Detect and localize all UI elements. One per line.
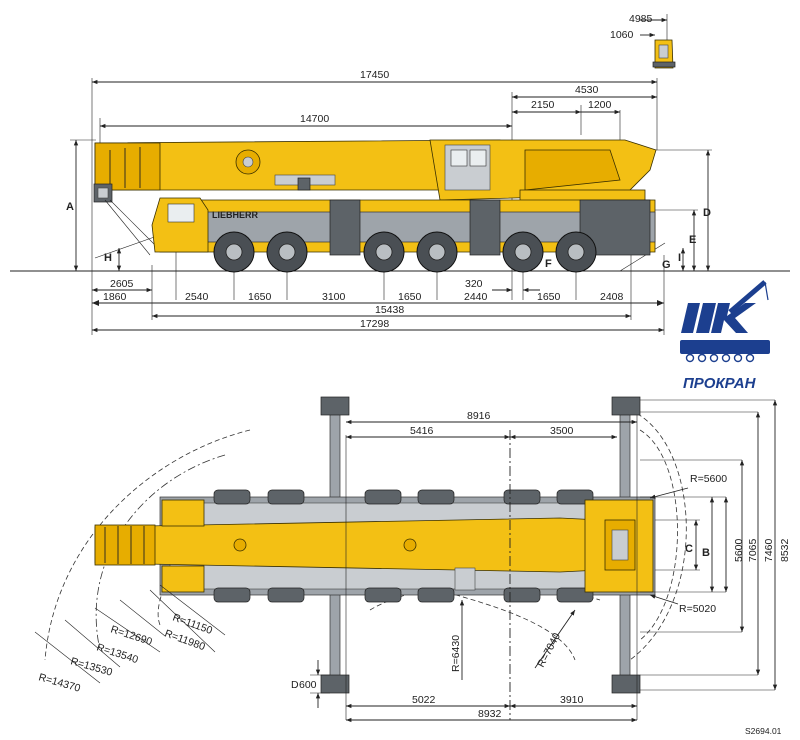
dim-left-bottom: 5022 <box>412 694 436 706</box>
letter-A: A <box>66 201 74 213</box>
dim-cab-height: 4985 <box>629 13 653 25</box>
dim-320: 320 <box>465 278 483 290</box>
dim-2440: 2440 <box>464 291 488 303</box>
dim-pad: 600 <box>299 679 317 691</box>
dim-8532: 8532 <box>779 538 791 562</box>
dim-rear: 4530 <box>575 84 599 96</box>
radius-7040: R=7040 <box>535 631 563 670</box>
letter-E: E <box>689 234 696 246</box>
dim-5600: 5600 <box>733 538 745 562</box>
top-letter-C: C <box>685 543 693 555</box>
radius-6430: R=6430 <box>450 635 462 672</box>
dim-15438: 15438 <box>375 304 404 316</box>
logo-name: ПРОКРАН <box>683 375 757 392</box>
dim-1650-c: 1650 <box>537 291 561 303</box>
dim-right-bottom: 3910 <box>560 694 584 706</box>
dim-overall-length: 17450 <box>360 69 389 81</box>
dim-right-top: 3500 <box>550 425 574 437</box>
radius-5600: R=5600 <box>690 473 727 485</box>
wheels <box>213 231 597 273</box>
dim-short: 1200 <box>588 99 612 111</box>
dim-1650-b: 1650 <box>398 291 422 303</box>
drawing-code: S2694.01 <box>745 726 782 736</box>
radius-13530: R=13530 <box>69 655 114 678</box>
dim-2605: 2605 <box>110 278 134 290</box>
dim-cab-width: 1060 <box>610 29 634 41</box>
dim-7065: 7065 <box>747 538 759 562</box>
radius-12690: R=12690 <box>109 623 154 648</box>
manufacturer-mark: LIEBHERR <box>212 210 259 220</box>
pad-letter-D: D <box>291 679 299 691</box>
dim-7460: 7460 <box>763 538 775 562</box>
dim-2408: 2408 <box>600 291 624 303</box>
top-view: 8916 5416 3500 5022 3910 8932 600 D C B <box>34 396 791 723</box>
dim-boom: 14700 <box>300 113 329 125</box>
prokran-logo: ПРОКРАН <box>680 280 770 392</box>
letter-G: G <box>662 259 671 271</box>
radius-14370: R=14370 <box>37 671 82 694</box>
side-view: 17450 4530 2150 1200 14700 4985 1060 A D <box>10 13 790 335</box>
letter-I: I <box>678 252 681 264</box>
dim-1650-a: 1650 <box>248 291 272 303</box>
radius-leaders <box>34 584 226 684</box>
letter-D: D <box>703 207 711 219</box>
dim-17298: 17298 <box>360 318 389 330</box>
dim-left-top: 5416 <box>410 425 434 437</box>
radius-5020: R=5020 <box>679 603 716 615</box>
dim-outrigger-bottom: 8932 <box>478 708 502 720</box>
tyres-top <box>213 489 594 603</box>
dim-1860: 1860 <box>103 291 127 303</box>
dim-mid: 2150 <box>531 99 555 111</box>
crane-side-illustration: LIEBHERR <box>93 139 657 273</box>
radius-13540: R=13540 <box>95 641 140 666</box>
dim-2540: 2540 <box>185 291 209 303</box>
letter-F: F <box>545 258 552 270</box>
dim-outrigger-top: 8916 <box>467 410 491 422</box>
dim-3100: 3100 <box>322 291 346 303</box>
letter-H: H <box>104 252 112 264</box>
cab-detail: 4985 1060 <box>610 13 676 69</box>
top-letter-B: B <box>702 547 710 559</box>
